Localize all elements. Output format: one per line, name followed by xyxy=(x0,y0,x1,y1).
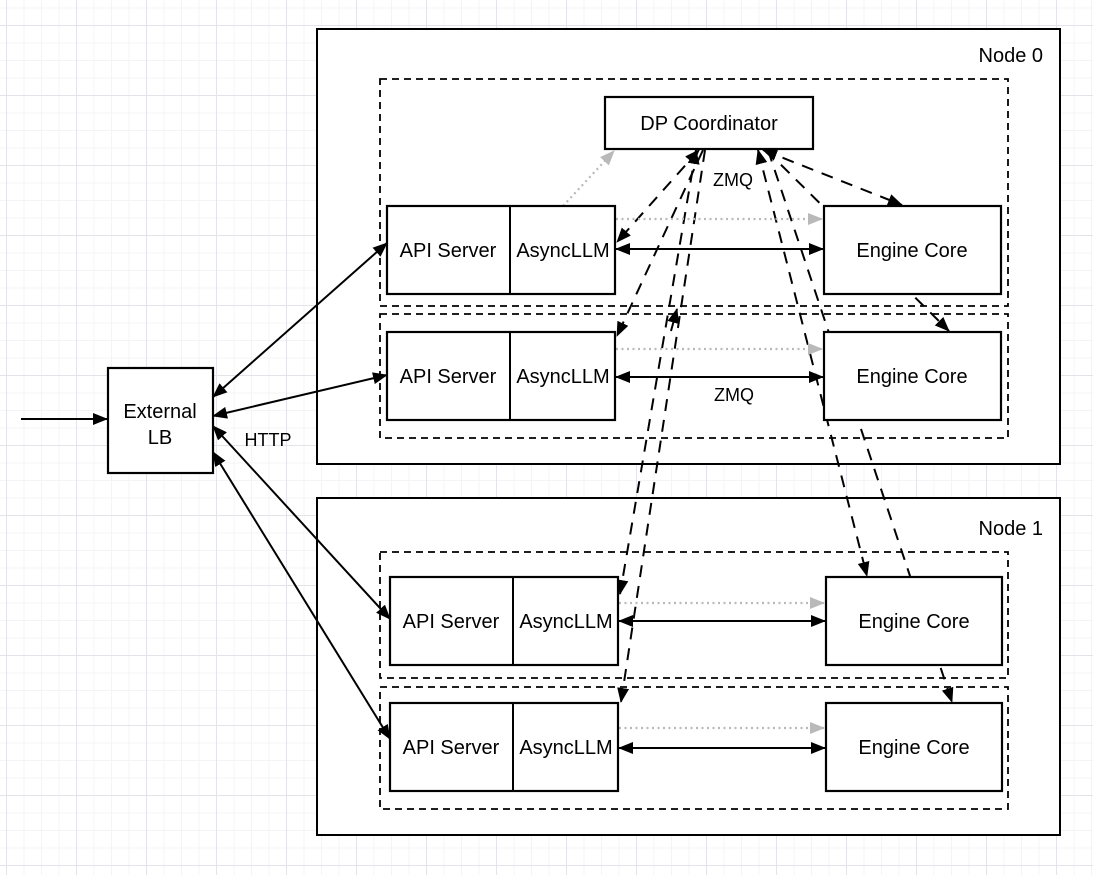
node1-rank1-container xyxy=(379,686,1009,810)
asyncllm-label: AsyncLLM xyxy=(516,366,609,388)
engine-core-box-node1-rank1 xyxy=(824,701,1004,793)
engine-core-group-node0-rank0: Engine Core xyxy=(822,204,1003,296)
zmq-label-row: ZMQ xyxy=(714,385,754,405)
engine-core-box-node1-rank0 xyxy=(824,575,1004,667)
asyncllm-coordinator-dotted-arrow xyxy=(562,150,615,207)
engine-core-box-node0-rank1 xyxy=(822,330,1003,422)
lb-api-arrow-node1-rank1 xyxy=(212,451,391,740)
engine-core-label: Engine Core xyxy=(858,611,969,633)
node0-label: Node 0 xyxy=(979,45,1044,67)
engine-core-label: Engine Core xyxy=(858,737,969,759)
external-lb-group: External LB xyxy=(106,366,215,475)
api-server-group-node0-rank0: API Server AsyncLLM xyxy=(385,204,617,296)
http-label: HTTP xyxy=(245,430,292,450)
coordinator-engine-dashed-node1-rank0 xyxy=(755,149,870,577)
lb-api-arrow-node0-rank1 xyxy=(212,372,388,419)
api-server-box-node0-rank1 xyxy=(385,330,617,422)
api-server-label: API Server xyxy=(400,240,497,262)
api-server-label: API Server xyxy=(403,737,500,759)
engine-core-group-node1-rank0: Engine Core xyxy=(824,575,1004,667)
api-server-group-node1-rank0: API Server AsyncLLM xyxy=(388,575,620,667)
node1-label: Node 1 xyxy=(979,518,1044,540)
engine-core-label: Engine Core xyxy=(856,366,967,388)
dp-coordinator-box xyxy=(603,95,815,151)
api-server-group-node0-rank1: API Server AsyncLLM xyxy=(385,330,617,422)
api-server-group-node1-rank1: API Server AsyncLLM xyxy=(388,701,620,793)
api-server-box-node0-rank0 xyxy=(385,204,617,296)
asyncllm-container-dashed-arrowhead xyxy=(667,308,680,332)
asyncllm-label: AsyncLLM xyxy=(516,240,609,262)
zmq-label-coordinator: ZMQ xyxy=(713,170,753,190)
coordinator-asyncllm-dashed-node1-rank1 xyxy=(617,149,706,703)
engine-core-group-node0-rank1: Engine Core xyxy=(822,330,1003,422)
external-lb-label-line1: External xyxy=(123,401,196,423)
asyncllm-label: AsyncLLM xyxy=(519,737,612,759)
api-server-label: API Server xyxy=(403,611,500,633)
api-server-label: API Server xyxy=(400,366,497,388)
api-server-box-node1-rank0 xyxy=(388,575,620,667)
engine-core-box-node0-rank0 xyxy=(822,204,1003,296)
asyncllm-label: AsyncLLM xyxy=(519,611,612,633)
engine-core-label: Engine Core xyxy=(856,240,967,262)
engine-core-group-node1-rank1: Engine Core xyxy=(824,701,1004,793)
external-lb-box xyxy=(106,366,215,475)
api-server-box-node1-rank1 xyxy=(388,701,620,793)
dp-coordinator-label: DP Coordinator xyxy=(640,113,778,135)
lb-api-arrow-node0-rank0 xyxy=(212,242,388,398)
external-lb-label-line2: LB xyxy=(148,427,172,449)
